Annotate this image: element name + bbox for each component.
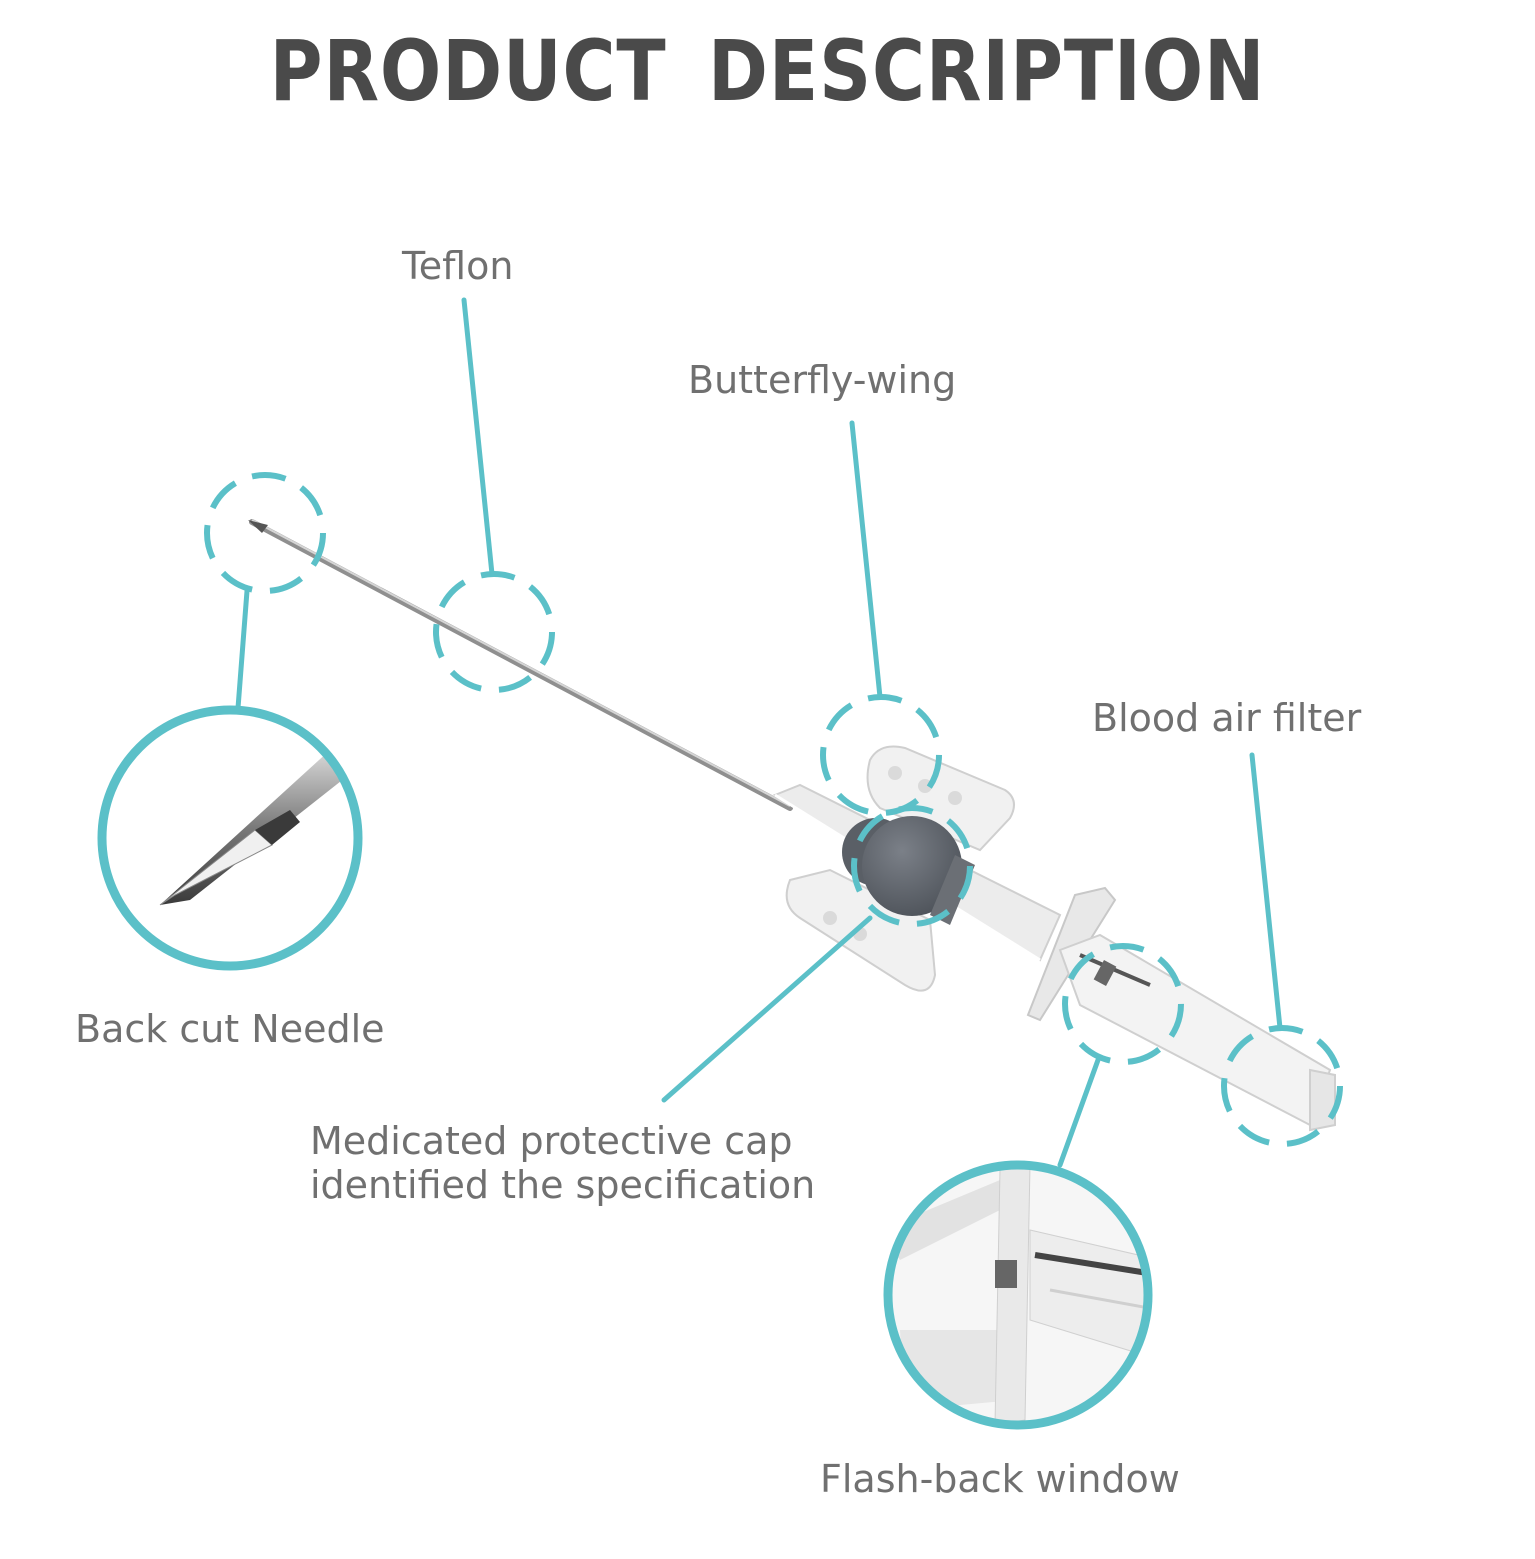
teflon-label: Teflon (402, 244, 514, 288)
cap-highlight (851, 805, 973, 927)
blood-air-filter-label: Blood air filter (1092, 696, 1362, 740)
butterfly-wing-leader (849, 420, 883, 700)
flash-back-highlight (1062, 943, 1184, 1065)
back-cut-needle-zoom (97, 705, 363, 971)
cap-leader (661, 915, 873, 1103)
flash-back-window-zoom (883, 1160, 1153, 1430)
page-title: PRODUCT DESCRIPTION (269, 22, 1266, 120)
butterfly-wing-label: Butterfly-wing (688, 358, 957, 402)
needle-tip-highlight (204, 472, 326, 594)
back-cut-needle-label: Back cut Needle (75, 1007, 385, 1051)
blood-air-filter-leader (1249, 752, 1283, 1031)
flash-back-window-label: Flash-back window (820, 1457, 1180, 1501)
medicated-cap-label-line2: identified the specification (310, 1163, 816, 1207)
catheter-body (772, 745, 1336, 1132)
flash-back-leader (1057, 1057, 1101, 1168)
needle (248, 519, 793, 811)
back-cut-needle-leader (235, 588, 250, 711)
teflon-leader (461, 297, 495, 577)
medicated-cap-label-line1: Medicated protective cap (310, 1119, 793, 1163)
